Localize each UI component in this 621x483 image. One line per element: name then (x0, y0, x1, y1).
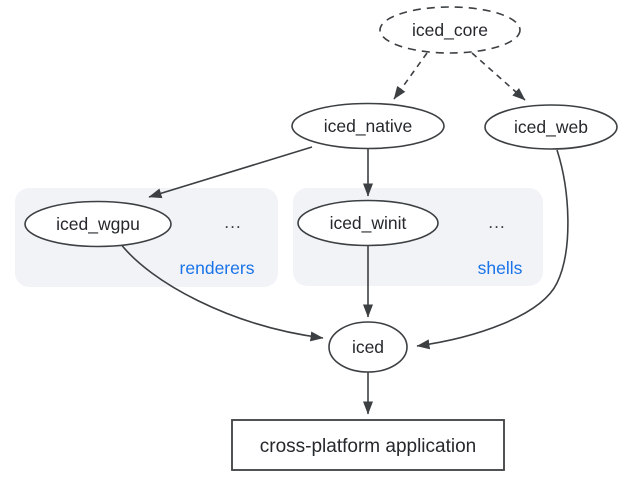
edge-wgpu-to-iced (119, 242, 324, 342)
node-iced (328, 321, 408, 373)
node-iced-web (484, 104, 618, 150)
edge-native-to-wgpu (148, 146, 313, 199)
group-shells-label: shells (478, 258, 523, 278)
node-iced-winit-label: iced_winit (330, 213, 407, 234)
node-iced-web-label: iced_web (514, 117, 588, 138)
node-iced-core-label: iced_core (412, 20, 488, 41)
node-cross-platform-application (231, 419, 505, 471)
renderers-ellipsis: ... (224, 212, 242, 232)
node-iced-label: iced (352, 337, 384, 357)
group-renderers-label: renderers (180, 258, 255, 278)
node-iced-native-label: iced_native (324, 116, 413, 137)
node-cross-platform-application-label: cross-platform application (260, 436, 476, 457)
edge-core-to-native (393, 52, 428, 100)
node-iced-wgpu-label: iced_wgpu (56, 214, 140, 235)
node-iced-winit (297, 199, 439, 247)
shells-ellipsis: ... (488, 212, 506, 232)
node-iced-wgpu (24, 200, 172, 248)
node-iced-core (379, 6, 521, 54)
edge-web-to-iced (416, 149, 569, 350)
node-iced-native (291, 102, 445, 150)
edge-core-to-web (471, 52, 526, 101)
